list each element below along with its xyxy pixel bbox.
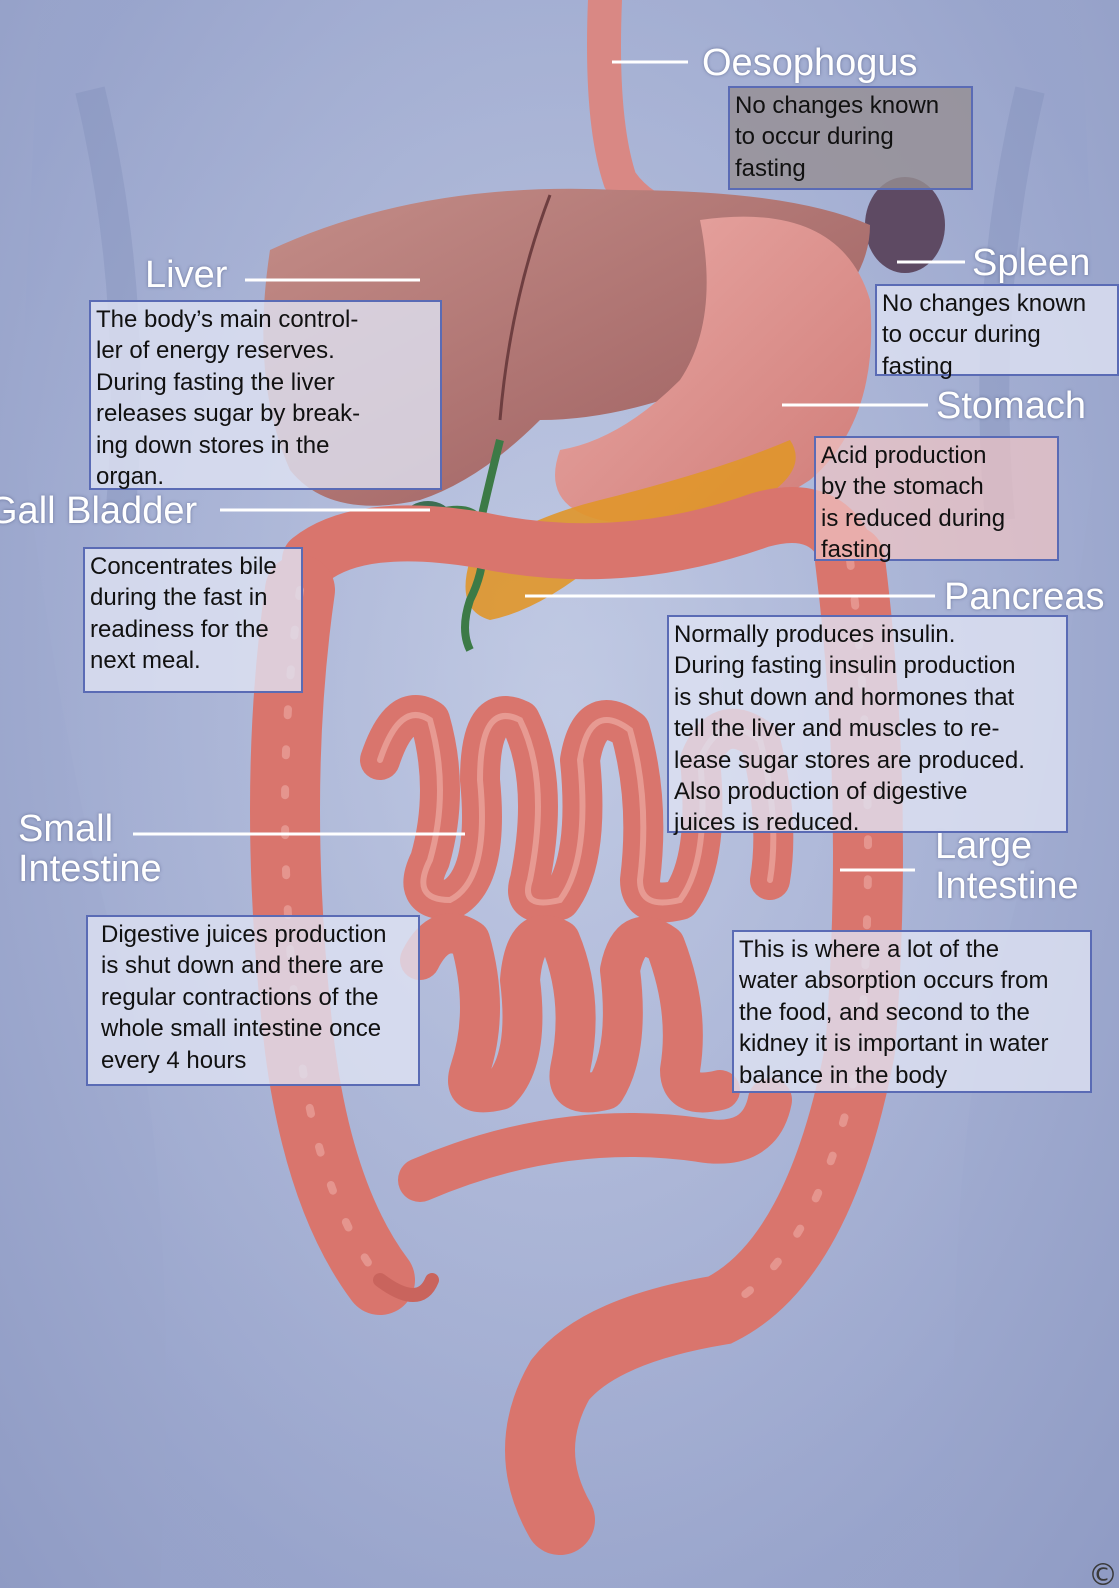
small-intestine-label-line1: Small	[18, 808, 113, 850]
gall-bladder-label: Gall Bladder	[0, 490, 197, 532]
large-intestine-label-line2: Intestine	[935, 865, 1079, 907]
pancreas-label: Pancreas	[944, 576, 1105, 618]
gall-bladder-info-box: Concentrates bile during the fast in rea…	[83, 547, 303, 693]
small-intestine-label-line2: Intestine	[18, 848, 162, 890]
spleen-shape	[865, 177, 945, 273]
oesophogus-info-box: No changes known to occur during fasting	[728, 86, 973, 190]
pancreas-info-box: Normally produces insulin. During fastin…	[667, 615, 1068, 833]
stomach-info-box: Acid production by the stomach is reduce…	[814, 436, 1059, 561]
liver-info-box: The body’s main control- ler of energy r…	[89, 300, 442, 490]
oesophogus-label: Oesophogus	[702, 42, 918, 84]
large-intestine-info-box: This is where a lot of the water absorpt…	[732, 930, 1092, 1093]
small-intestine-info-box: Digestive juices production is shut down…	[86, 915, 420, 1086]
spleen-label: Spleen	[972, 242, 1090, 284]
copyright-symbol: ©	[1088, 1558, 1119, 1588]
liver-label: Liver	[145, 254, 227, 296]
spleen-info-box: No changes known to occur during fasting	[875, 284, 1119, 376]
stomach-label: Stomach	[936, 385, 1086, 427]
